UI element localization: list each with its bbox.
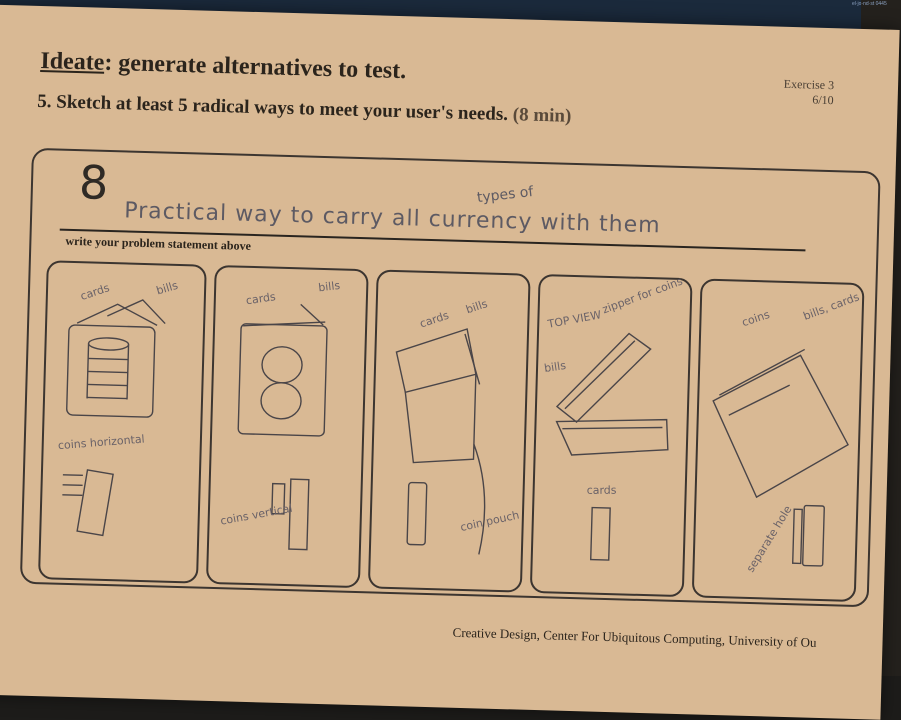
worksheet-title: Ideate: generate alternatives to test. [40,48,406,85]
wallet-sketch-5 [712,348,849,567]
footer-credit: Creative Design, Center For Ubiquitous C… [452,624,817,650]
sketch-panel-4: TOP VIEW zipper for coins bills cards [529,273,693,598]
sketch-panel-3: cards bills coin pouch [367,269,531,593]
page-number: 6/10 [812,92,834,108]
instruction-main: 5. Sketch at least 5 radical ways to mee… [37,90,509,126]
wallet-sketch-4 [555,332,669,561]
panel-4-label-4: cards [586,483,617,497]
sketch-panel-1: cards bills coins horizontal [37,260,207,584]
sketch-panel-2: cards bills coins vertical [205,264,369,589]
wallet-sketch-3 [395,328,486,555]
handwritten-number: 8 [78,155,110,210]
sketch-panel-5: coins bills, cards separate hole [691,278,865,602]
title-keyword: Ideate [40,47,105,76]
instruction-time: (8 min) [512,104,572,127]
panel-2-label-2: bills [317,278,341,295]
exercise-number: Exercise 3 [783,76,835,93]
instruction-text: 5. Sketch at least 5 radical ways to mee… [37,91,572,128]
worksheet-paper: Ideate: generate alternatives to test. 5… [0,4,900,720]
corner-stamp: el·jo·nd·st 0445 [852,1,887,7]
wallet-sketch-1 [62,299,166,537]
title-rest: : generate alternatives to test. [104,49,407,85]
wallet-sketch-2 [237,303,328,551]
